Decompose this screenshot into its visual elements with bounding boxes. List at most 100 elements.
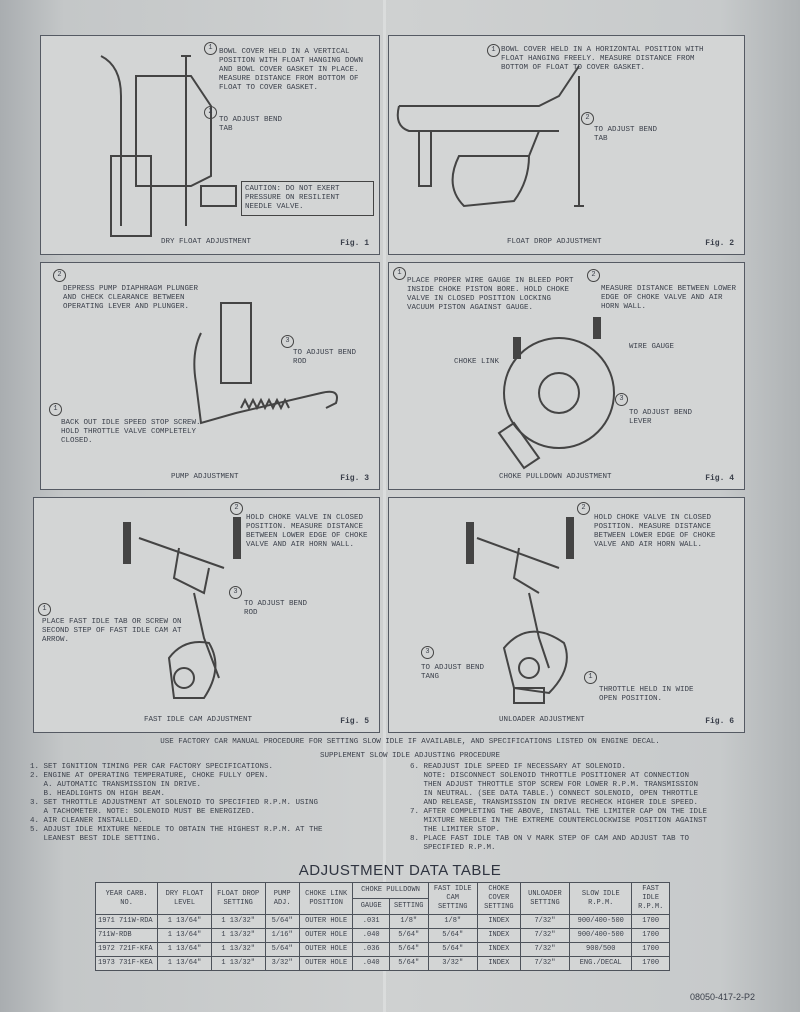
table-cell: 5/64" [427,942,478,957]
figure-number: Fig. 5 [340,717,369,726]
column-header: CHOKE COVER SETTING [476,882,521,915]
fast-idle-cam-illustration [123,517,241,699]
figure-4-panel: 1 PLACE PROPER WIRE GAUGE IN BLEED PORT … [388,262,745,490]
table-cell: 1700 [631,942,670,957]
note-text: PLACE PROPER WIRE GAUGE IN BLEED PORT IN… [407,277,574,312]
table-cell: 900/400-500 [569,928,633,943]
pump-illustration [193,302,338,425]
caution-box: CAUTION: DO NOT EXERT PRESSURE ON RESILI… [241,181,374,216]
table-cell: 3/32" [264,956,300,971]
table-cell: 5/64" [388,928,429,943]
page-fold [383,0,386,1012]
figure-number: Fig. 4 [705,474,734,483]
figure-number: Fig. 1 [340,239,369,248]
column-header: YEAR CARB. NO. [94,882,159,915]
table-cell: 5/64" [264,942,300,957]
table-cell: 7/32" [519,914,571,929]
table-cell: 1 13/64" [157,942,212,957]
callout-3: 3 [615,393,628,406]
choke-link-label: CHOKE LINK [454,358,500,366]
note-text: BOWL COVER HELD IN A HORIZONTAL POSITION… [501,46,704,72]
table-cell: 1700 [631,928,670,943]
figure-number: Fig. 2 [705,239,734,248]
note-text: BACK OUT IDLE SPEED STOP SCREW. HOLD THR… [61,419,201,445]
column-header: DRY FLOAT LEVEL [157,882,212,915]
table-cell: INDEX [476,928,521,943]
note-text: DEPRESS PUMP DIAPHRAGM PLUNGER AND CHECK… [63,285,199,311]
table-cell: OUTER HOLE [298,956,354,971]
table-cell: 7/32" [519,942,571,957]
figure-6-panel: 2 HOLD CHOKE VALVE IN CLOSED POSITION. M… [388,497,745,733]
callout-2: 2 [577,502,590,515]
table-cell: 1 13/32" [210,956,266,971]
note-text: TO ADJUST BEND ROD [293,349,357,366]
adjustment-data-table: YEAR CARB. NO. DRY FLOAT LEVEL FLOAT DRO… [94,882,670,971]
table-cell: 7/32" [519,928,571,943]
figure-caption: UNLOADER ADJUSTMENT [499,716,585,724]
callout-3: 3 [281,335,294,348]
table-cell: 7/32" [519,956,571,971]
table-cell: OUTER HOLE [298,942,354,957]
table-cell: 5/64" [388,956,429,971]
choke-pulldown-illustration [497,317,615,470]
part-number: 08050-417-2-P2 [690,992,756,1002]
callout-1: 1 [204,42,217,55]
table-cell: INDEX [476,914,521,929]
float-drop-illustration [396,65,584,208]
table-cell: 900/500 [569,942,633,957]
procedure-steps-right: 6. READJUST IDLE SPEED IF NECESSARY AT S… [410,763,708,852]
callout-2: 2 [587,269,600,282]
figure-number: Fig. 3 [340,474,369,483]
table-cell: .040 [352,956,390,971]
table-cell: 1 13/64" [157,928,212,943]
callout-1: 1 [393,267,406,280]
table-cell: 1 13/32" [210,914,266,929]
intro-text: USE FACTORY CAR MANUAL PROCEDURE FOR SET… [160,738,660,746]
callout-1: 1 [38,603,51,616]
callout-3: 3 [421,646,434,659]
figure-caption: FLOAT DROP ADJUSTMENT [507,238,602,246]
column-header: CHOKE PULLDOWN [352,882,429,899]
callout-2: 2 [53,269,66,282]
dry-float-illustration [100,55,237,237]
callout-1: 1 [487,44,500,57]
note-text: MEASURE DISTANCE BETWEEN LOWER EDGE OF C… [601,285,737,311]
table-cell: INDEX [476,942,521,957]
column-header: UNLOADER SETTING [519,882,571,915]
callout-2: 2 [204,106,217,119]
table-cell: 1/16" [264,928,300,943]
table-cell: 1971 711W-RDA [94,914,159,929]
note-text: HOLD CHOKE VALVE IN CLOSED POSITION. MEA… [246,514,368,549]
column-header: FLOAT DROP SETTING [210,882,266,915]
callout-2: 2 [230,502,243,515]
wire-gauge-label: WIRE GAUGE [629,343,675,351]
note-text: BOWL COVER HELD IN A VERTICAL POSITION W… [219,48,364,92]
table-cell: OUTER HOLE [298,928,354,943]
column-subheader: GAUGE [352,898,390,915]
callout-2: 2 [581,112,594,125]
column-header: SLOW IDLE R.P.M. [569,882,633,915]
table-cell: 5/64" [427,928,478,943]
table-cell: 5/64" [264,914,300,929]
column-header: FAST IDLE R.P.M. [631,882,670,915]
column-header: PUMP ADJ. [264,882,300,915]
table-cell: 1 13/64" [157,956,212,971]
column-header: CHOKE LINK POSITION [298,882,354,915]
note-text: TO ADJUST BEND ROD [244,600,308,617]
note-text: PLACE FAST IDLE TAB OR SCREW ON SECOND S… [42,618,182,644]
note-text: TO ADJUST BEND LEVER [629,409,693,426]
figure-caption: DRY FLOAT ADJUSTMENT [161,238,252,246]
figure-5-panel: 2 HOLD CHOKE VALVE IN CLOSED POSITION. M… [33,497,380,733]
note-text: TO ADJUST BEND TANG [421,664,485,681]
note-text: TO ADJUST BEND TAB [219,116,283,133]
table-cell: 3/32" [427,956,478,971]
column-header: FAST IDLE CAM SETTING [427,882,478,915]
note-text: THROTTLE HELD IN WIDE OPEN POSITION. [599,686,694,703]
table-cell: .040 [352,928,390,943]
table-cell: 5/64" [388,942,429,957]
procedure-section: USE FACTORY CAR MANUAL PROCEDURE FOR SET… [30,738,790,853]
callout-1: 1 [584,671,597,684]
